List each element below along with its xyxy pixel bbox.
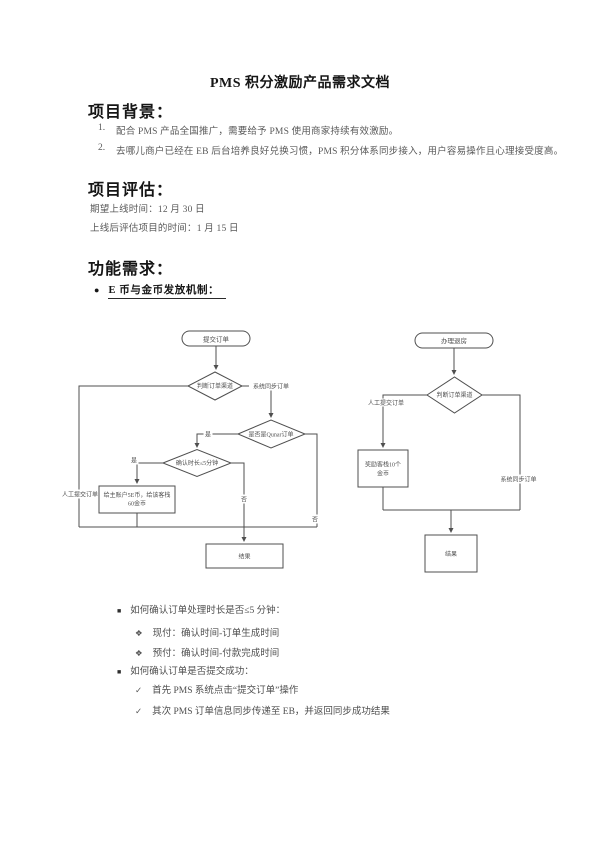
diamond-bullet-icon: ❖ [135, 628, 143, 638]
edge-label-sync: 系统同步订单 [500, 476, 536, 484]
end-node [205, 543, 284, 569]
note-row: ✓ 其次 PMS 订单信息同步传递至 EB，并返回同步成功结果 [135, 703, 390, 717]
evaluation-line: 期望上线时间：12 月 30 日 [90, 205, 205, 215]
section-heading-background: 项目背景： [88, 104, 174, 121]
yes-label: 是 [205, 432, 211, 439]
edge-label-manual: 人工提交订单 [62, 491, 98, 499]
edge-yes [134, 462, 163, 484]
edge-manual [380, 394, 427, 448]
edge-label-bg [500, 474, 537, 484]
check-icon: ✓ [135, 685, 143, 695]
note-row: ✓ 首先 PMS 系统点击“提交订单”操作 [135, 682, 298, 696]
list-item-text: 去哪儿商户已经在 EB 后台培养良好兑换习惯，PMS 积分体系同步接入，用户容易… [116, 147, 564, 157]
edge-label-bg [239, 494, 249, 504]
diamond-bullet-icon: ❖ [135, 648, 143, 658]
end-node-label: 结果 [238, 553, 250, 561]
edge-manual [78, 385, 188, 527]
document-title: PMS 积分激励产品需求文档 [209, 76, 391, 91]
note-text: 现付：确认时间-订单生成时间 [152, 629, 280, 639]
edge-label-bg [310, 514, 320, 524]
note-row: ❖ 现付：确认时间-订单生成时间 [135, 625, 279, 639]
start-node-label: 提交订单 [203, 335, 230, 344]
yes-label: 是 [131, 458, 137, 465]
process-node-reward [357, 449, 409, 488]
note-text: 如何确认订单是否提交成功： [130, 667, 254, 677]
check-icon: ✓ [135, 706, 143, 716]
edge-sync [482, 394, 521, 510]
no-label: 否 [241, 497, 247, 504]
note-text: 首先 PMS 系统点击“提交订单”操作 [152, 686, 299, 696]
list-item-number: 2. [98, 143, 106, 153]
edge-no [231, 462, 247, 542]
decision-node-label: 判断订单渠道 [436, 391, 472, 399]
bullet-label: E 币与金币发放机制： [108, 282, 227, 299]
edge-label-sync: 系统同步订单 [253, 383, 289, 391]
note-text: 预付：确认时间-付款完成时间 [152, 649, 280, 659]
square-bullet-icon: ■ [117, 607, 122, 615]
list-item-number: 1. [98, 123, 106, 133]
bullet-item: ● E 币与金币发放机制： [94, 282, 227, 299]
note-row: ❖ 预付：确认时间-付款完成时间 [135, 645, 279, 659]
square-bullet-icon: ■ [117, 668, 122, 676]
edge-no [305, 433, 318, 527]
edge-label-bg [61, 489, 99, 499]
note-text: 其次 PMS 订单信息同步传递至 EB，并返回同步成功结果 [152, 707, 390, 717]
section-heading-evaluation: 项目评估： [88, 182, 174, 199]
start-node-label: 办理退房 [441, 336, 467, 345]
process-node-label: 金币 [377, 470, 389, 478]
edge-label-manual: 人工提交订单 [368, 399, 404, 407]
process-node-label: 给主账户5E币，给该客栈 [104, 491, 171, 499]
no-label: 否 [312, 517, 318, 524]
list-item: 2. 去哪儿商户已经在 EB 后台培养良好兑换习惯，PMS 积分体系同步接入，用… [98, 143, 563, 157]
edge-sync [242, 385, 274, 418]
process-node-label: 奖励客栈10个 [365, 461, 401, 469]
decision-node-label: 确认时长≤5分钟 [176, 459, 218, 467]
flowchart-right: 办理退房 判断订单渠道 人工提交订单 奖励客栈10个 金币 系统同步订单 结果 [357, 332, 537, 573]
process-node-label: 60金币 [128, 500, 146, 508]
note-row: ■ 如何确认订单处理时长是否≤5 分钟： [117, 602, 285, 616]
evaluation-line: 上线后评估项目的时间：1 月 15 日 [90, 224, 239, 234]
list-item-text: 配合 PMS 产品全国推广，需要给予 PMS 使用商家持续有效激励。 [116, 127, 399, 137]
decision-node-label: 判断订单渠道 [197, 382, 233, 390]
edge-yes [194, 433, 238, 448]
end-node [424, 534, 478, 573]
edge-label-bg [368, 398, 404, 407]
edge-label-bg [249, 381, 293, 391]
note-row: ■ 如何确认订单是否提交成功： [117, 663, 254, 677]
end-node-label: 结果 [445, 550, 457, 558]
decision-node-label: 是否是Qunar订单 [249, 431, 294, 439]
bullet-icon: ● [94, 285, 100, 295]
note-text: 如何确认订单处理时长是否≤5 分钟： [130, 606, 286, 616]
edge-label-bg [129, 455, 139, 465]
edge-label-bg [203, 429, 213, 439]
process-node-reward [98, 485, 176, 514]
section-heading-requirements: 功能需求： [88, 261, 174, 278]
flowchart-left: 提交订单 判断订单渠道 人工提交订单 系统同步订单 是否是Qunar订单 是 确… [61, 330, 320, 569]
list-item: 1. 配合 PMS 产品全国推广，需要给予 PMS 使用商家持续有效激励。 [98, 123, 398, 137]
